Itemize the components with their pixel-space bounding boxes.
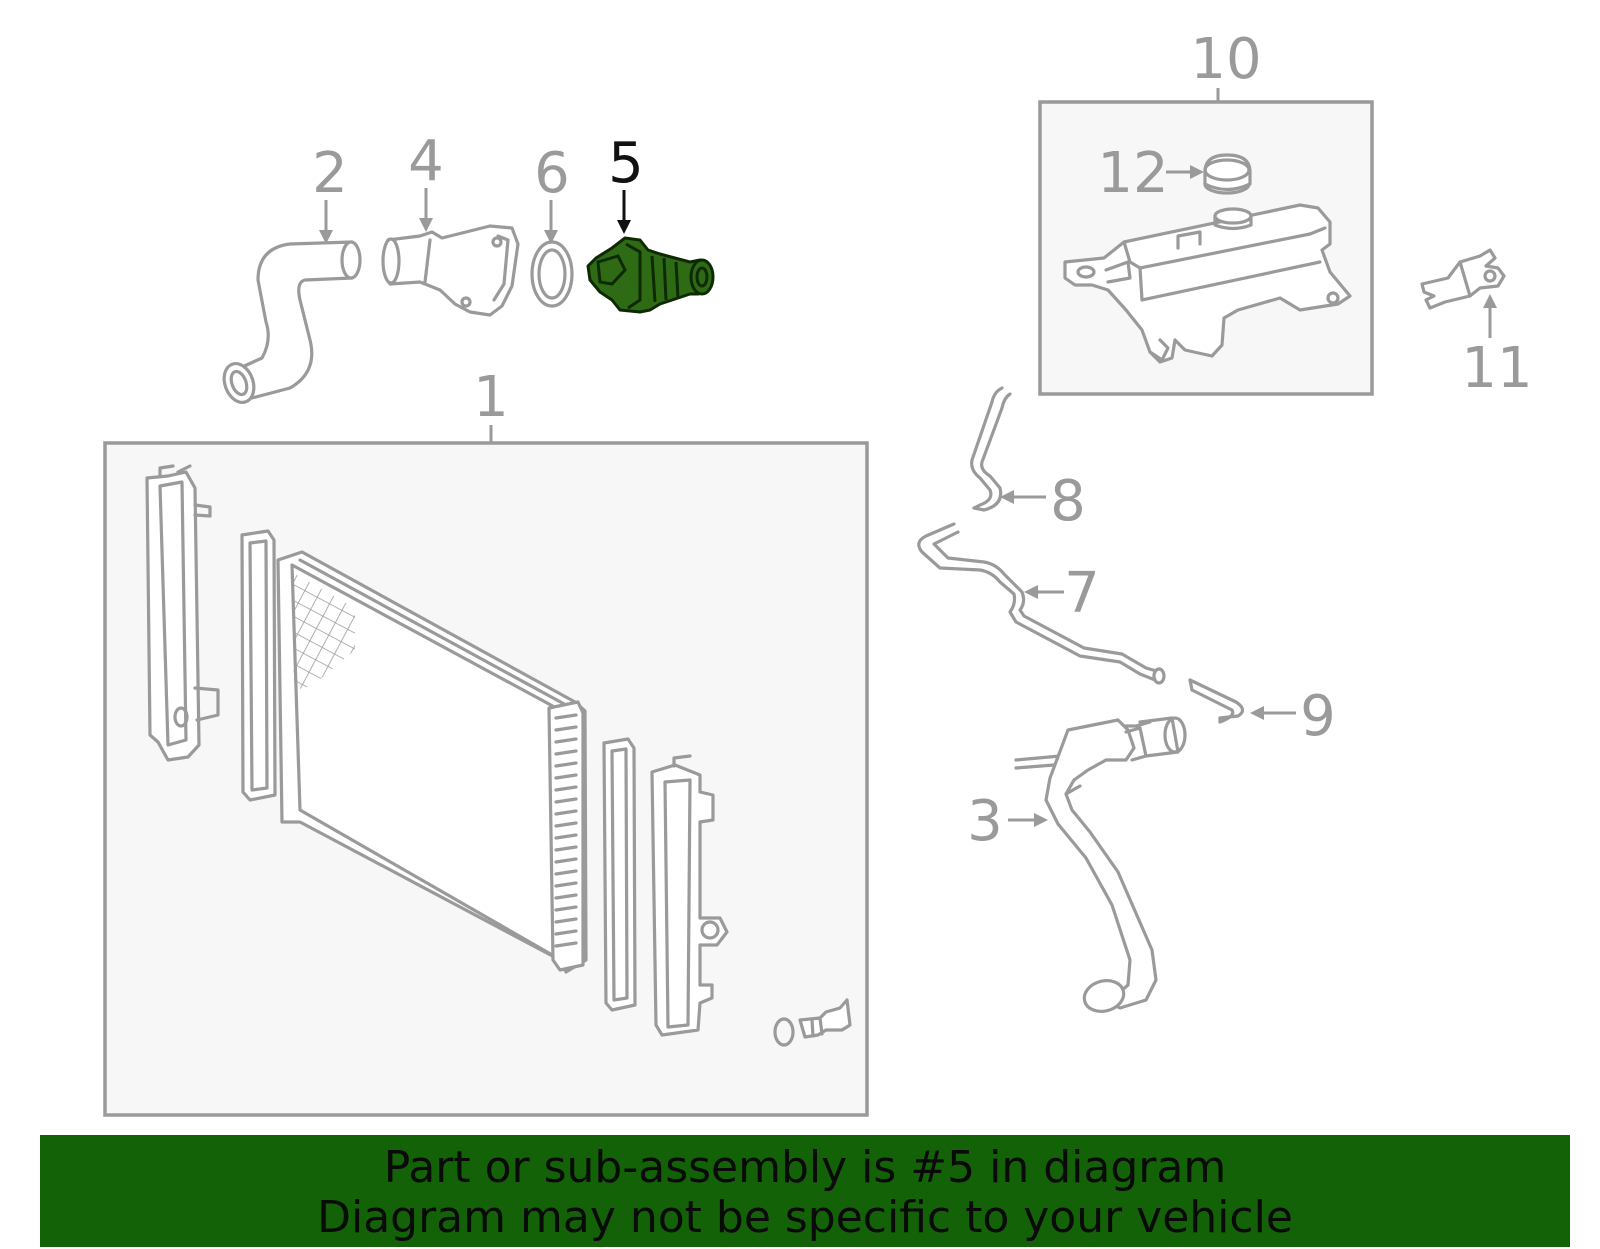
callout-2: 2 bbox=[312, 141, 348, 206]
callout-1: 1 bbox=[473, 365, 509, 430]
callout-9: 9 bbox=[1300, 684, 1336, 749]
lower-radiator-hose bbox=[1014, 716, 1187, 1013]
callout-6: 6 bbox=[534, 141, 570, 206]
coolant-reservoir-assembly bbox=[1038, 88, 1374, 396]
callout-12: 12 bbox=[1097, 141, 1168, 206]
info-banner: Part or sub-assembly is #5 in diagram Di… bbox=[40, 1135, 1570, 1247]
callout-8: 8 bbox=[1050, 469, 1086, 534]
callout-10: 10 bbox=[1190, 27, 1261, 92]
callout-labels: 1 2 3 4 5 6 7 8 9 10 11 bbox=[312, 27, 1532, 854]
radiator-assembly bbox=[103, 425, 869, 1117]
banner-line-2: Diagram may not be specific to your vehi… bbox=[317, 1192, 1293, 1243]
callout-3: 3 bbox=[967, 789, 1003, 854]
thermostat-gasket bbox=[530, 240, 574, 308]
thermostat-highlighted bbox=[586, 236, 715, 314]
upper-radiator-hose bbox=[222, 240, 362, 404]
reservoir-bracket bbox=[1420, 248, 1506, 310]
callout-5: 5 bbox=[608, 131, 644, 196]
reservoir-hose bbox=[970, 386, 1012, 512]
overflow-pipe bbox=[917, 522, 1166, 685]
banner-line-1: Part or sub-assembly is #5 in diagram bbox=[383, 1142, 1227, 1193]
callout-4: 4 bbox=[408, 129, 444, 194]
callout-7: 7 bbox=[1064, 561, 1100, 626]
callout-11: 11 bbox=[1461, 336, 1532, 401]
elbow-hose bbox=[1188, 678, 1245, 724]
water-inlet-housing bbox=[381, 224, 520, 317]
